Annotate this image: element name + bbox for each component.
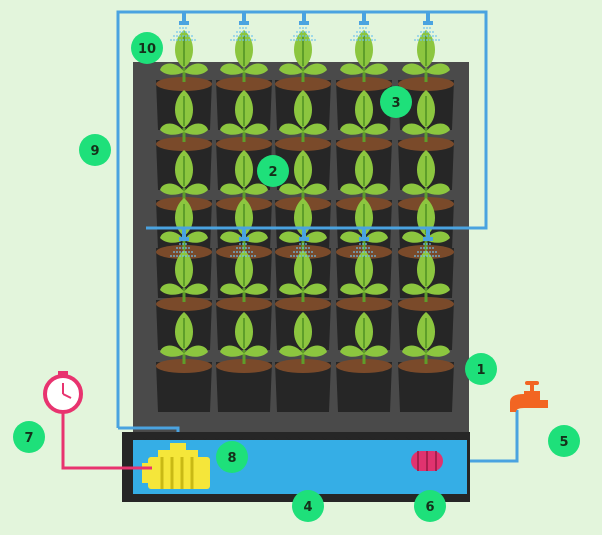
- plant-icon: [402, 312, 450, 364]
- plant-icon: [220, 312, 268, 364]
- callout-5: 5: [548, 425, 580, 457]
- callout-8: 8: [216, 441, 248, 473]
- callout-1: 1: [465, 353, 497, 385]
- svg-text:2: 2: [268, 165, 277, 180]
- plant-icon: [160, 150, 208, 202]
- plant-icon: [402, 150, 450, 202]
- callout-3: 3: [380, 86, 412, 118]
- plant-icon: [340, 312, 388, 364]
- sprinkler-heads: [170, 12, 440, 257]
- planter-pocket: [398, 312, 454, 412]
- svg-text:10: 10: [138, 42, 156, 57]
- svg-text:7: 7: [24, 431, 33, 446]
- planter-pocket: [156, 312, 212, 412]
- plant-icon: [160, 250, 208, 302]
- planter-pocket: [336, 30, 392, 130]
- callout-9: 9: [79, 134, 111, 166]
- svg-text:1: 1: [476, 363, 485, 378]
- planter-grid: [156, 30, 454, 412]
- water-pump: [142, 443, 210, 489]
- svg-text:9: 9: [90, 144, 99, 159]
- sprinkler-head: [170, 228, 196, 257]
- plant-icon: [160, 90, 208, 142]
- svg-text:8: 8: [227, 451, 236, 466]
- callout-2: 2: [257, 155, 289, 187]
- plant-icon: [279, 250, 327, 302]
- planter-pocket: [216, 312, 272, 412]
- plant-icon: [340, 90, 388, 142]
- svg-text:6: 6: [425, 500, 434, 515]
- sprinkler-head: [290, 228, 316, 257]
- callout-6: 6: [414, 490, 446, 522]
- plant-icon: [402, 250, 450, 302]
- svg-text:5: 5: [559, 435, 568, 450]
- plant-icon: [220, 250, 268, 302]
- sprinkler-head: [230, 228, 256, 257]
- sprinkler-head: [414, 12, 440, 41]
- svg-text:4: 4: [303, 500, 312, 515]
- plant-icon: [220, 90, 268, 142]
- sprinkler-head: [290, 12, 316, 41]
- planter-pocket: [275, 312, 331, 412]
- plant-icon: [279, 90, 327, 142]
- plant-icon: [279, 150, 327, 202]
- callout-10: 10: [131, 32, 163, 64]
- float-valve: [411, 451, 443, 471]
- svg-text:3: 3: [391, 96, 400, 111]
- sprinkler-head: [350, 228, 376, 257]
- sprinkler-head: [170, 12, 196, 41]
- plant-icon: [279, 30, 327, 82]
- sprinkler-head: [414, 228, 440, 257]
- sprinkler-head: [350, 12, 376, 41]
- plant-icon: [160, 312, 208, 364]
- callout-4: 4: [292, 490, 324, 522]
- callout-7: 7: [13, 421, 45, 453]
- plant-icon: [220, 150, 268, 202]
- plant-icon: [279, 312, 327, 364]
- clock-timer-icon: [43, 371, 152, 470]
- plant-icon: [340, 250, 388, 302]
- planter-pocket: [336, 312, 392, 412]
- plant-icon: [402, 90, 450, 142]
- water-tap-icon: [510, 381, 548, 412]
- sprinkler-head: [230, 12, 256, 41]
